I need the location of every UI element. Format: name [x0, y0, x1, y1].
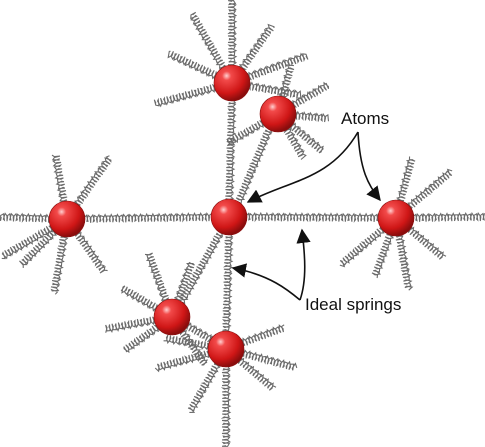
atoms-arrow-center [246, 131, 359, 203]
springs-label: Ideal springs [305, 295, 401, 314]
springs-arrow-lower [231, 263, 301, 301]
spring-radial [153, 81, 225, 108]
atoms-label: Atoms [341, 109, 389, 128]
spring-bottom-edge [220, 359, 232, 447]
spring-radial [167, 50, 227, 83]
spring-radial [51, 154, 70, 212]
spring-center-bottom [222, 226, 234, 341]
spring-radial [239, 80, 302, 99]
spring-radial [190, 11, 232, 77]
spring-radial [144, 252, 173, 311]
atom-top-left [213, 64, 251, 102]
atom-bot-left [153, 298, 191, 336]
spring-top-edge [227, 0, 238, 74]
spring-center-right [239, 211, 388, 223]
springs-arrow-upper [296, 228, 311, 301]
spring-radial [68, 224, 108, 274]
spring-right-edge [406, 211, 485, 223]
atoms-arrow-right [357, 131, 381, 202]
spring-radial [238, 52, 309, 84]
spring-radial [105, 314, 165, 333]
spring-left-edge [0, 212, 59, 224]
spring-radial [234, 23, 275, 79]
atom-top-right [259, 95, 297, 133]
spring-left-center [77, 211, 220, 224]
spring-radial [19, 221, 63, 268]
annotations: Atoms Ideal springs [231, 109, 401, 314]
atom-left [48, 200, 86, 238]
spring-diag-center-botleft [175, 224, 226, 310]
spring-top-center [225, 92, 237, 207]
atom-right [377, 199, 415, 237]
spring-diag-topright-center [232, 120, 275, 210]
atom-center [210, 198, 248, 236]
atom-bot-right [207, 330, 245, 368]
atoms-layer [48, 64, 415, 368]
